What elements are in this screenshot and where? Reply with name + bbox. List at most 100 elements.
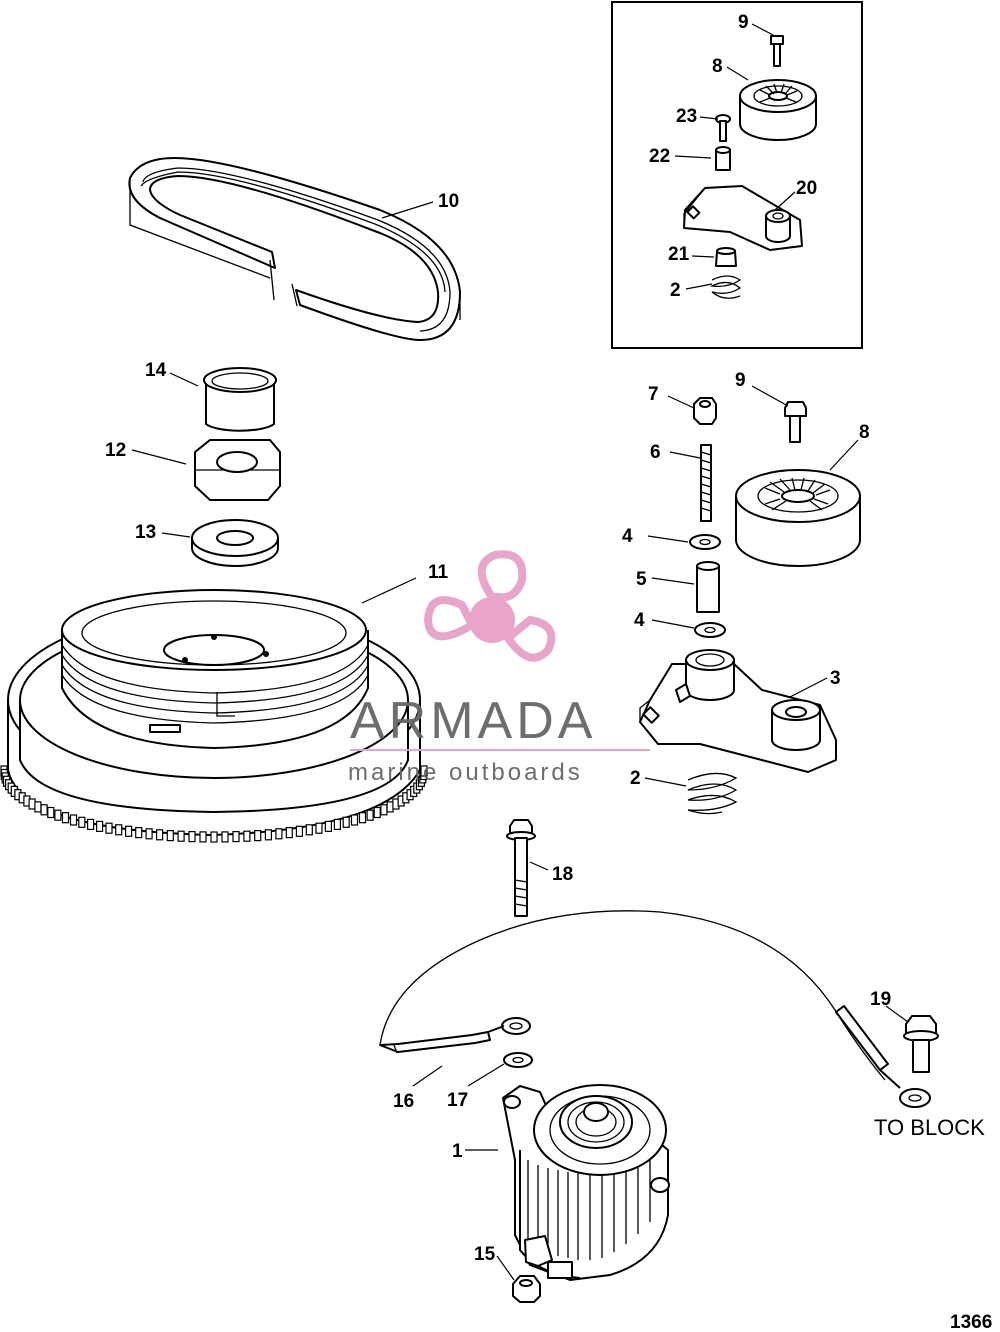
- ring-gear-tooth: [264, 829, 272, 841]
- ring-gear-tooth: [358, 812, 367, 824]
- callout-8-inset: 8: [712, 56, 723, 77]
- ring-gear-tooth: [380, 804, 388, 816]
- ring-gear-tooth: [221, 831, 229, 843]
- watermark-brand: ARMADA: [350, 692, 596, 750]
- nut-7: [693, 397, 717, 425]
- ring-gear-tooth: [156, 829, 164, 841]
- ring-gear-tooth: [199, 831, 207, 843]
- callout-14: 14: [145, 360, 167, 381]
- ring-gear-tooth: [135, 826, 143, 839]
- ring-gear-tooth: [188, 830, 196, 843]
- tensioner-bracket-3: [639, 649, 837, 773]
- ring-gear-tooth: [333, 818, 341, 831]
- callout-20: 20: [796, 178, 817, 199]
- figure-number: 1366: [950, 1312, 992, 1332]
- bushing-14: [203, 367, 277, 432]
- watermark-tagline: marine outboards: [348, 759, 583, 786]
- ring-gear-tooth: [243, 830, 251, 842]
- callout-15: 15: [474, 1244, 496, 1265]
- callout-22: 22: [649, 146, 670, 167]
- ring-gear-tooth: [166, 829, 174, 842]
- callout-21: 21: [668, 244, 690, 265]
- ring-gear-tooth: [232, 830, 240, 843]
- inset-tensioner-bracket-20: [683, 185, 803, 251]
- callout-12: 12: [105, 440, 126, 461]
- inset-idler-pulley-8: [739, 79, 817, 141]
- ring-gear-tooth: [305, 824, 313, 836]
- callout-4-upper: 4: [622, 526, 633, 547]
- bolt-19: [903, 1015, 939, 1073]
- ring-gear-tooth: [420, 765, 428, 777]
- ring-gear-tooth: [69, 814, 78, 826]
- ring-gear-tooth: [40, 804, 48, 816]
- inset-frame: [611, 1, 863, 349]
- ring-gear-tooth: [177, 830, 185, 842]
- callout-5: 5: [636, 569, 647, 590]
- ring-gear-tooth: [386, 801, 394, 813]
- callout-19: 19: [870, 989, 891, 1010]
- ring-gear-tooth: [210, 831, 218, 843]
- callout-10: 10: [438, 191, 459, 212]
- washer-4-upper: [689, 534, 721, 550]
- callout-11: 11: [428, 562, 449, 583]
- ring-gear-tooth: [275, 828, 283, 840]
- ring-gear-tooth: [95, 820, 104, 833]
- callout-2-inset: 2: [670, 280, 681, 301]
- to-block-label: TO BLOCK: [874, 1115, 985, 1140]
- callout-4-lower: 4: [634, 610, 645, 631]
- callout-13: 13: [135, 522, 156, 543]
- serpentine-belt-10: [128, 157, 461, 341]
- ground-cable-16: [379, 910, 931, 1108]
- leader-lines: [131, 23, 909, 1281]
- hex-nut-12: [194, 439, 281, 501]
- ring-gear-tooth: [34, 801, 42, 813]
- inset-screw-23: [715, 114, 731, 142]
- ring-gear-tooth: [350, 814, 359, 826]
- ring-gear-tooth: [315, 822, 323, 834]
- ring-gear-tooth: [115, 824, 123, 836]
- ring-gear-tooth: [78, 816, 86, 828]
- ring-gear-tooth: [105, 822, 113, 834]
- inset-spacer-21: [715, 247, 737, 267]
- ring-gear-tooth: [124, 825, 133, 837]
- ring-gear-tooth: [61, 812, 70, 824]
- inset-bushing-22: [715, 146, 731, 171]
- nut-15: [512, 1275, 541, 1303]
- callout-8: 8: [859, 422, 870, 443]
- spring-2: [687, 772, 738, 815]
- flywheel-11: [0, 589, 428, 843]
- ring-gear-tooth: [54, 809, 62, 821]
- ring-gear-tooth: [28, 798, 36, 810]
- alternator-1: [502, 1084, 670, 1281]
- callout-2: 2: [630, 768, 641, 789]
- callout-23: 23: [676, 106, 697, 127]
- callout-7: 7: [648, 384, 659, 405]
- washer-4-lower: [694, 622, 726, 638]
- inset-spring-2: [709, 275, 742, 299]
- ring-gear-tooth: [373, 806, 381, 819]
- ring-gear-tooth: [47, 806, 55, 819]
- watermark: ARMADA marine outboards: [348, 550, 650, 786]
- ring-gear-tooth: [145, 828, 153, 840]
- ring-gear-tooth: [86, 818, 95, 831]
- callout-16: 16: [393, 1091, 414, 1112]
- callout-18: 18: [552, 864, 573, 885]
- stud-6: [700, 444, 712, 522]
- callout-9-inset: 9: [738, 12, 749, 33]
- bolt-9: [784, 401, 807, 443]
- washer-13: [191, 519, 279, 567]
- idler-pulley-8: [735, 469, 861, 567]
- ring-gear-tooth: [366, 809, 374, 821]
- callout-17: 17: [447, 1090, 468, 1111]
- ring-gear-tooth: [285, 826, 293, 839]
- ring-gear-tooth: [324, 820, 332, 833]
- spacer-5: [696, 561, 720, 613]
- callout-6: 6: [650, 442, 661, 463]
- callout-1: 1: [452, 1141, 463, 1162]
- ring-gear-tooth: [254, 829, 262, 842]
- callout-9: 9: [735, 370, 746, 391]
- washer-17: [503, 1052, 533, 1068]
- ring-gear-tooth: [295, 825, 303, 837]
- propeller-logo: [423, 550, 556, 662]
